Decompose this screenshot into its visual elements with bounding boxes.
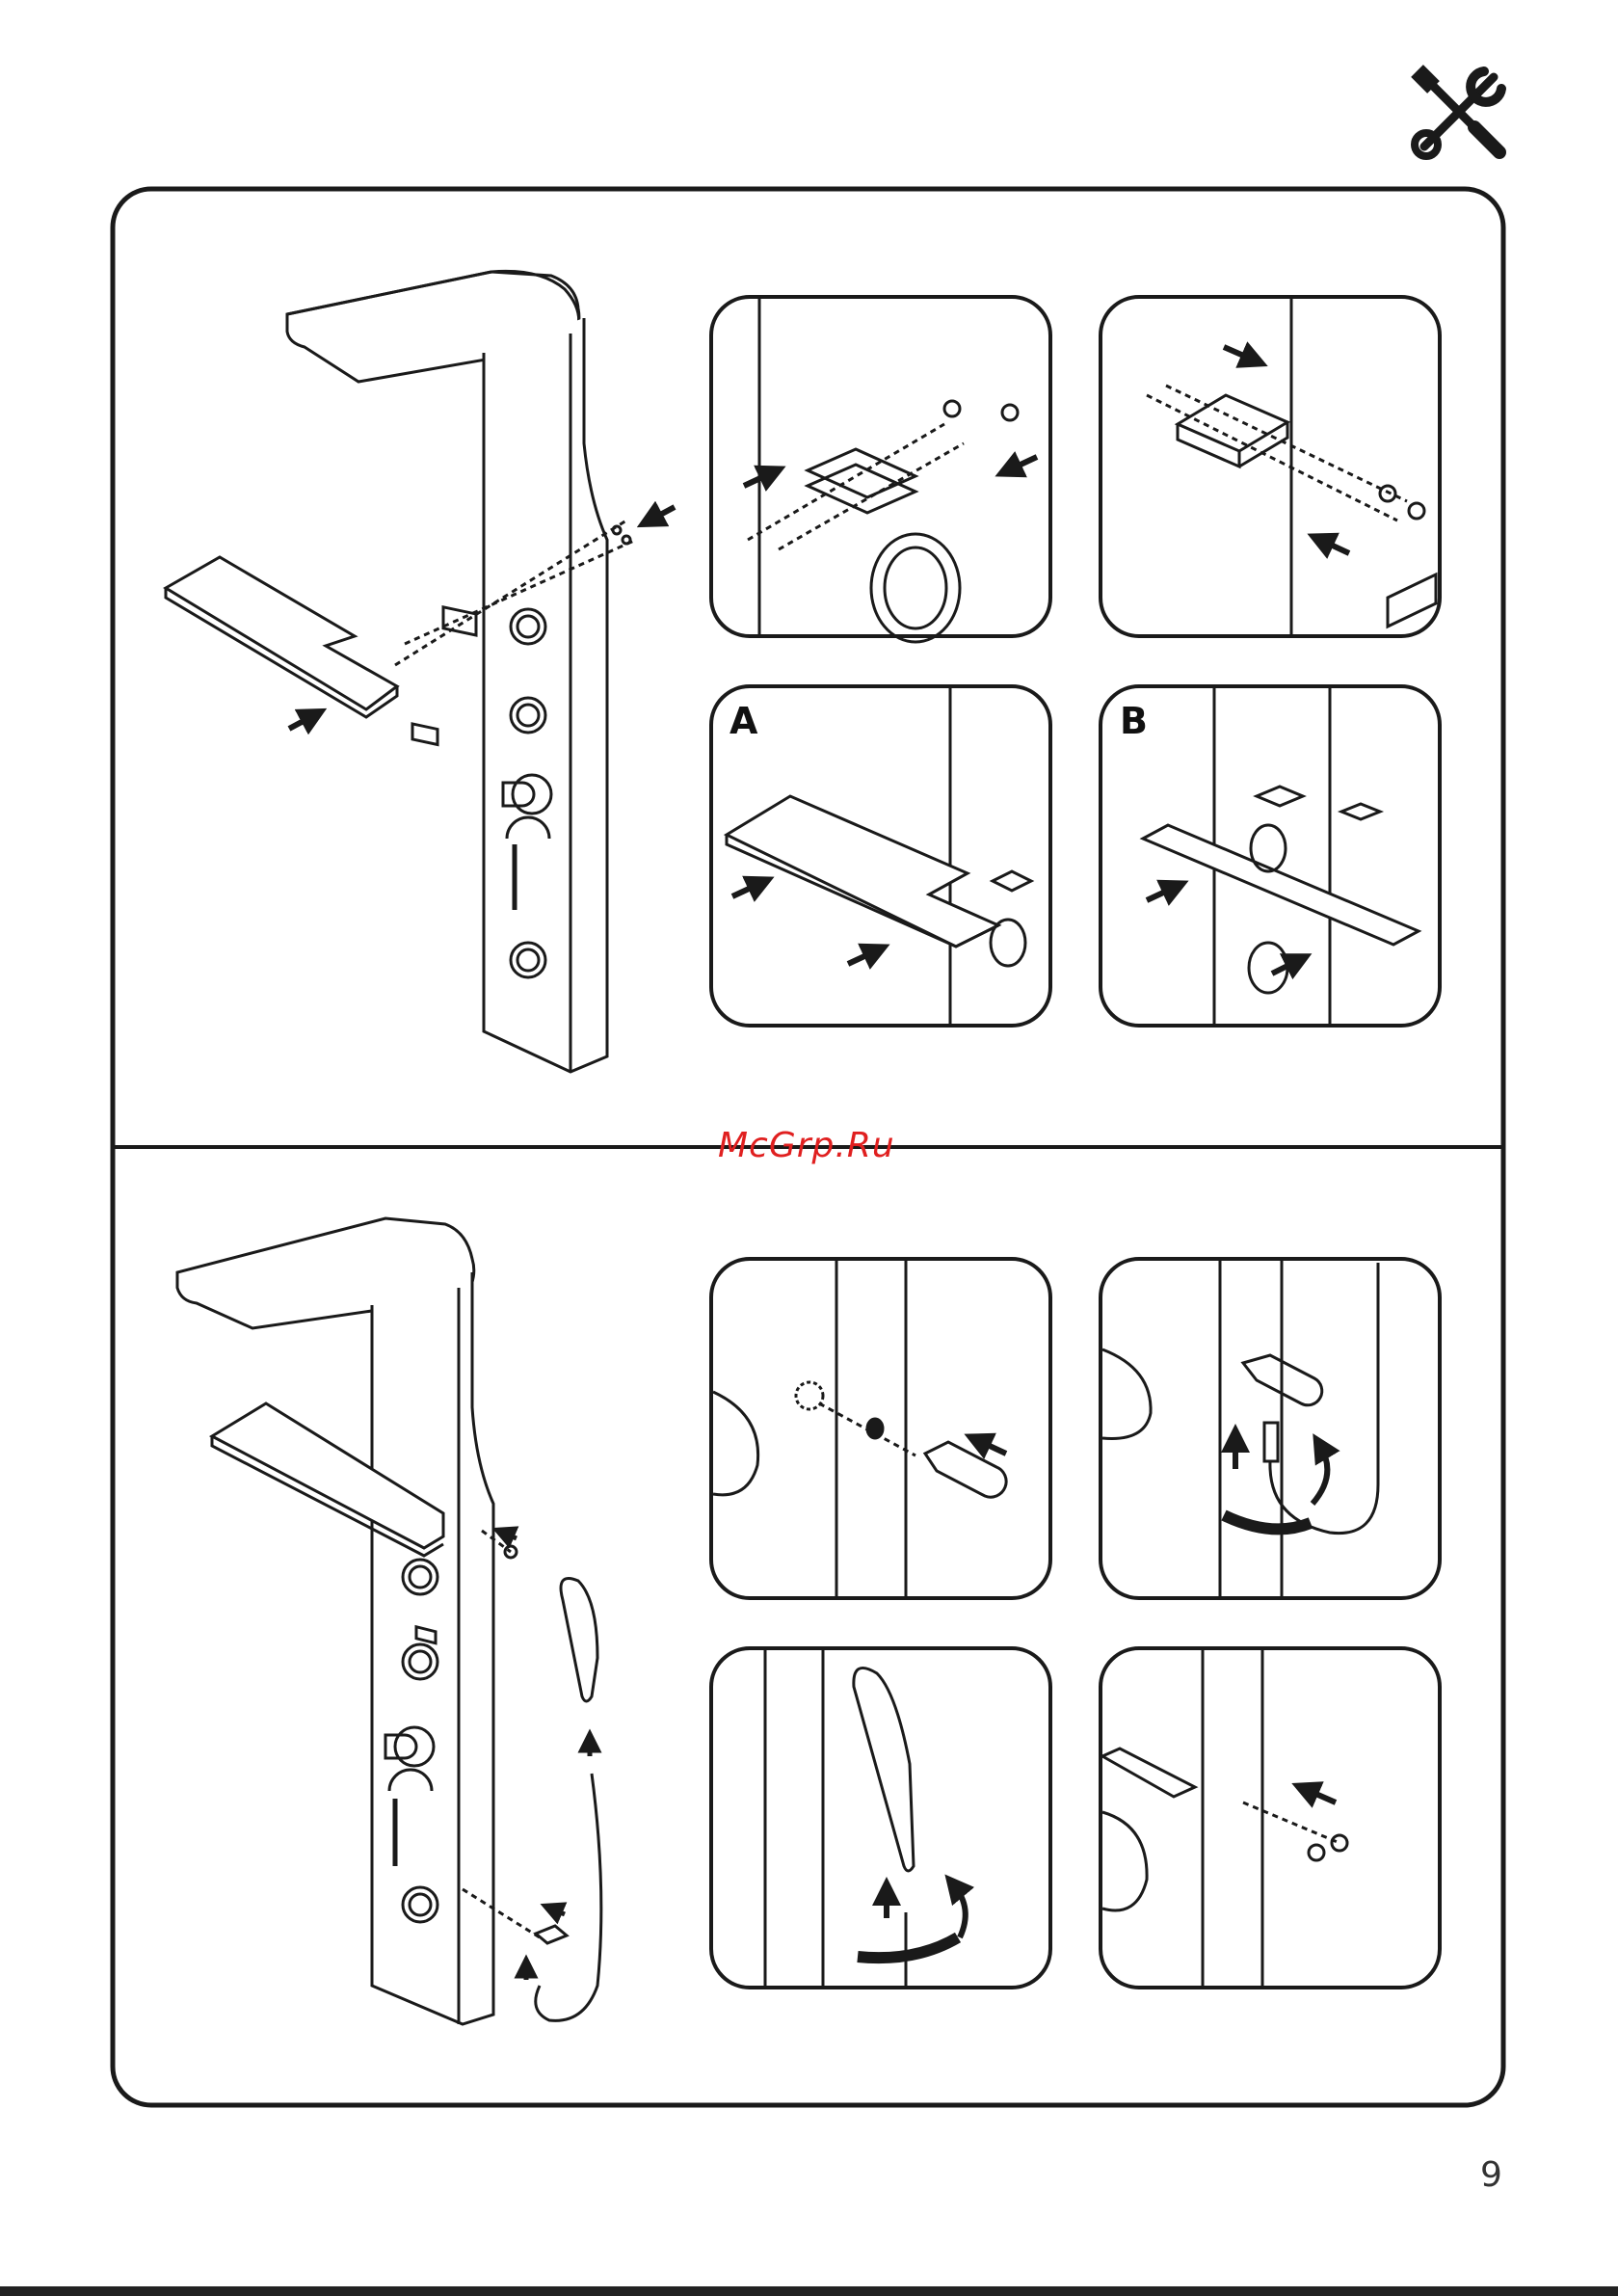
direction-arrow [977,1440,1006,1454]
detail-panel-clamp-back [1101,297,1440,636]
lower-panel-illustration [177,1218,601,2024]
page-number: 9 [1480,2155,1502,2195]
detail-panel-holder-hose [1101,1259,1440,1598]
detail-label-a: A [729,700,757,742]
detail-panel-holder-screw [711,1259,1050,1598]
detail-panel-hand-shower [711,1648,1050,1988]
bottom-rule [0,2286,1618,2296]
tools-wrench-screwdriver-icon [1411,65,1501,156]
detail-label-b: B [1120,700,1148,742]
direction-arrow [1147,887,1299,974]
direction-arrow [503,1533,590,1980]
detail-panel-screw-caps [1101,1648,1440,1988]
detail-panel-clamp-front [711,297,1050,642]
upper-panel-illustration [166,271,636,1072]
watermark: McGrp.Ru [718,1126,895,1165]
direction-arrow [1305,1789,1336,1802]
detail-panel-a [711,686,1050,1026]
detail-panel-b [1101,686,1440,1026]
direction-arrow [887,1885,966,1937]
